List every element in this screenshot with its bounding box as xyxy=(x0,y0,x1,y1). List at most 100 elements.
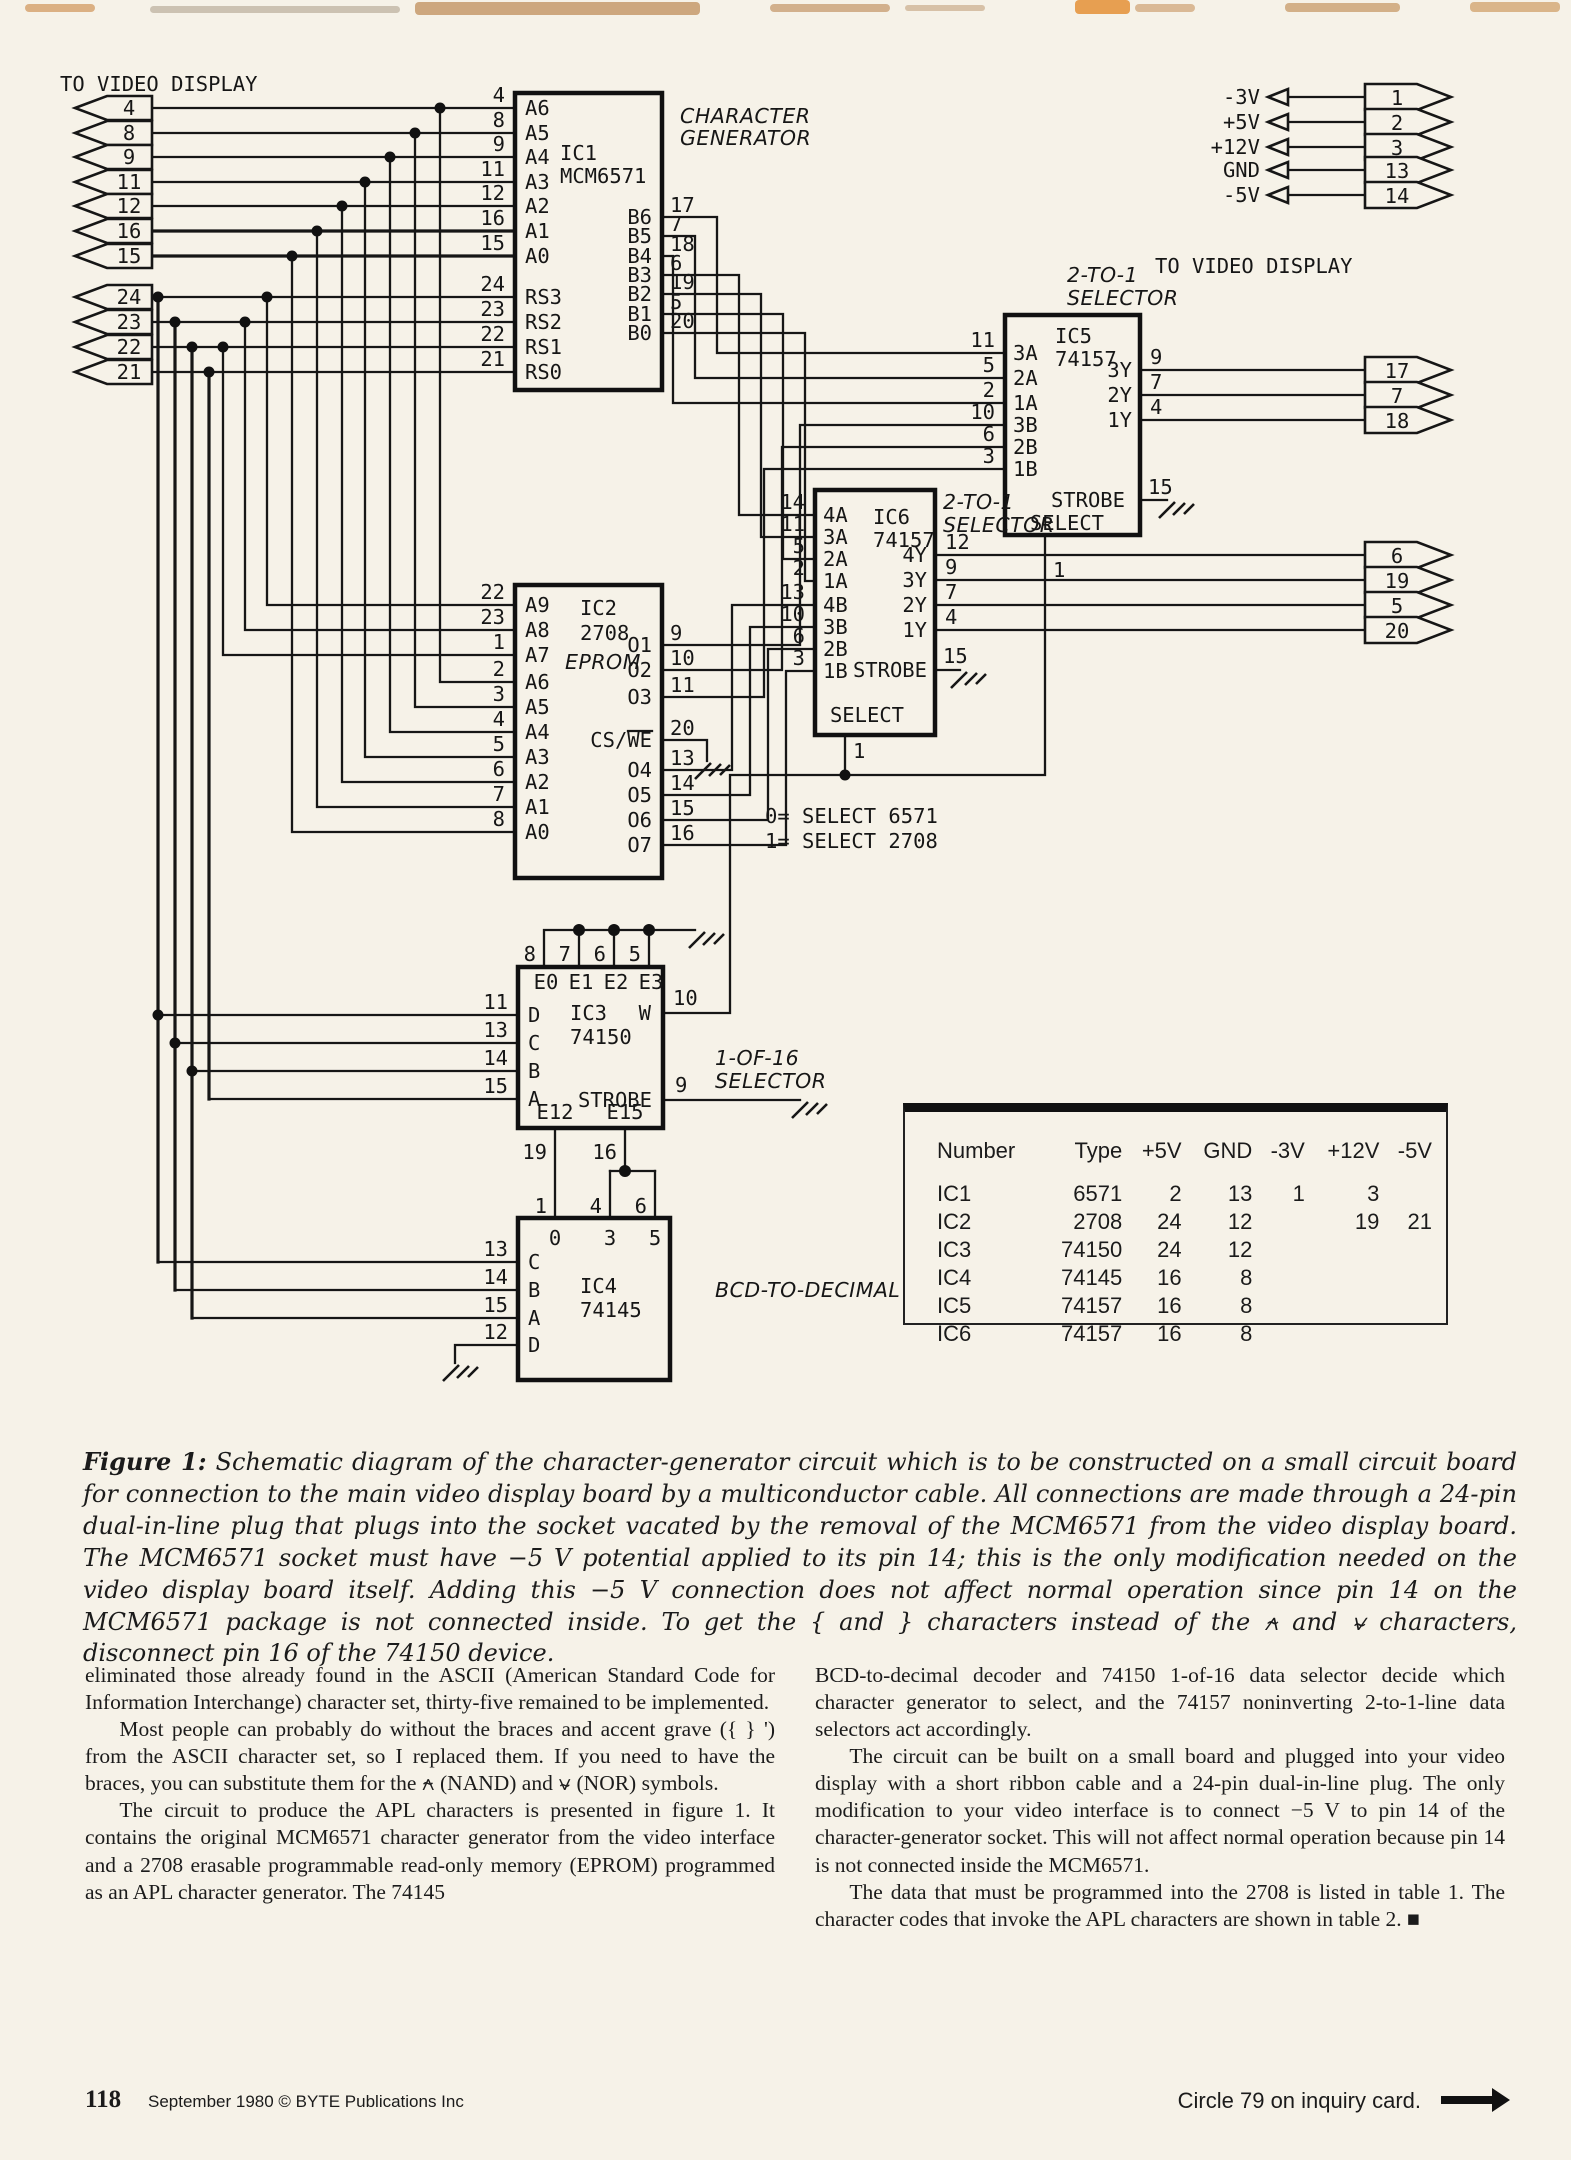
label-3: 3 xyxy=(983,444,995,468)
label-e1: E1 xyxy=(569,970,594,994)
label-5: 5 xyxy=(1391,594,1403,618)
ic6-name: IC6 xyxy=(873,505,910,529)
label-c: C xyxy=(528,1031,540,1055)
table-cell xyxy=(1256,1292,1309,1320)
select-note-2: 1= SELECT 2708 xyxy=(765,829,938,853)
label-8: 8 xyxy=(123,121,135,145)
label-16: 16 xyxy=(670,821,695,845)
label-7: 7 xyxy=(1150,370,1162,394)
table-cell xyxy=(1256,1264,1309,1292)
label-3y: 3Y xyxy=(1107,358,1132,382)
body-column-left: eliminated those already found in the AS… xyxy=(85,1662,775,1906)
label-9: 9 xyxy=(493,132,505,156)
label-23: 23 xyxy=(480,605,505,629)
label-11: 11 xyxy=(970,328,995,352)
label-16: 16 xyxy=(117,219,142,243)
label-e12: E12 xyxy=(536,1100,573,1124)
label-rs2: RS2 xyxy=(525,310,562,334)
label-a6: A6 xyxy=(525,670,550,694)
ic3-role-2: SELECTOR xyxy=(715,1069,827,1093)
label-o7: O7 xyxy=(627,833,652,857)
body-column-right: BCD-to-decimal decoder and 74150 1-of-16… xyxy=(815,1662,1505,1933)
label-1b: 1B xyxy=(1013,457,1038,481)
ground-icon xyxy=(442,1364,479,1382)
label-4: 4 xyxy=(493,707,505,731)
label-b4: B4 xyxy=(627,244,652,268)
label-14: 14 xyxy=(483,1265,508,1289)
ground-icon xyxy=(1158,501,1195,519)
figure-caption-text: Schematic diagram of the character-gener… xyxy=(83,1448,1517,1668)
label-0: 0 xyxy=(549,1226,561,1250)
label-3: 3 xyxy=(493,682,505,706)
label-6: 6 xyxy=(793,624,805,648)
label-1y: 1Y xyxy=(1107,408,1132,432)
label-15: 15 xyxy=(480,231,505,255)
label-d: D xyxy=(528,1333,540,1357)
table-header-cell: GND xyxy=(1203,1138,1253,1163)
label-18: 18 xyxy=(670,232,695,256)
table-cell: IC2 xyxy=(937,1209,972,1234)
table-header-cell: -5V xyxy=(1397,1138,1432,1163)
label-8: 8 xyxy=(493,807,505,831)
label-19: 19 xyxy=(522,1140,547,1164)
label-24: 24 xyxy=(480,272,505,296)
ic6-box xyxy=(812,487,938,738)
label-8: 8 xyxy=(524,942,536,966)
table-cell: 16 xyxy=(1157,1265,1182,1290)
label-9: 9 xyxy=(670,621,682,645)
label-b2: B2 xyxy=(627,282,652,306)
label-b: B xyxy=(528,1059,540,1083)
figure-caption-lead: Figure 1: xyxy=(83,1447,207,1476)
label-20: 20 xyxy=(1385,619,1410,643)
label-a2: A2 xyxy=(525,194,550,218)
label-e0: E0 xyxy=(534,970,559,994)
label-14: 14 xyxy=(670,771,695,795)
label-a3: A3 xyxy=(525,170,550,194)
table-cell: 2 xyxy=(1169,1181,1182,1206)
scan-artifact xyxy=(1285,3,1400,12)
label-a4: A4 xyxy=(525,720,550,744)
table-cell: 74150 xyxy=(1061,1237,1123,1262)
ic3-name: IC3 xyxy=(570,1001,607,1025)
label-11: 11 xyxy=(483,990,508,1014)
scan-artifact xyxy=(25,4,95,12)
label-2b: 2B xyxy=(823,637,848,661)
label-11: 11 xyxy=(480,157,505,181)
table-cell xyxy=(1256,1320,1309,1348)
table-cell: 8 xyxy=(1240,1293,1253,1318)
label-o1: O1 xyxy=(627,633,652,657)
label-3a: 3A xyxy=(823,525,848,549)
body-paragraph: BCD-to-decimal decoder and 74150 1-of-16… xyxy=(815,1663,1505,1742)
ic2-name: IC2 xyxy=(580,596,617,620)
label-e15: E15 xyxy=(606,1100,643,1124)
label-4y: 4Y xyxy=(902,543,927,567)
table-cell xyxy=(1383,1320,1436,1348)
label-13: 13 xyxy=(483,1018,508,1042)
label-11: 11 xyxy=(117,170,142,194)
ground-icon xyxy=(791,1101,828,1119)
label-4: 4 xyxy=(590,1194,602,1218)
label-rs3: RS3 xyxy=(525,285,562,309)
label-b1: B1 xyxy=(627,302,652,326)
ground-icon xyxy=(694,762,731,780)
table-cell xyxy=(1383,1180,1436,1208)
table-cell: 74145 xyxy=(1061,1265,1123,1290)
label-4: 4 xyxy=(945,605,957,629)
label-a1: A1 xyxy=(525,219,550,243)
label-3: 3 xyxy=(604,1226,616,1250)
label-15: 15 xyxy=(117,244,142,268)
ic1-role-1: CHARACTER xyxy=(680,104,811,128)
label-b: B xyxy=(528,1278,540,1302)
label-a6: A6 xyxy=(525,96,550,120)
label-2: 2 xyxy=(983,378,995,402)
label-5: 5 xyxy=(983,353,995,377)
select-note-1: 0= SELECT 6571 xyxy=(765,804,938,828)
label-2: 2 xyxy=(793,556,805,580)
label-10: 10 xyxy=(780,602,805,626)
table-cell: IC3 xyxy=(937,1237,972,1262)
label-15: 15 xyxy=(670,796,695,820)
